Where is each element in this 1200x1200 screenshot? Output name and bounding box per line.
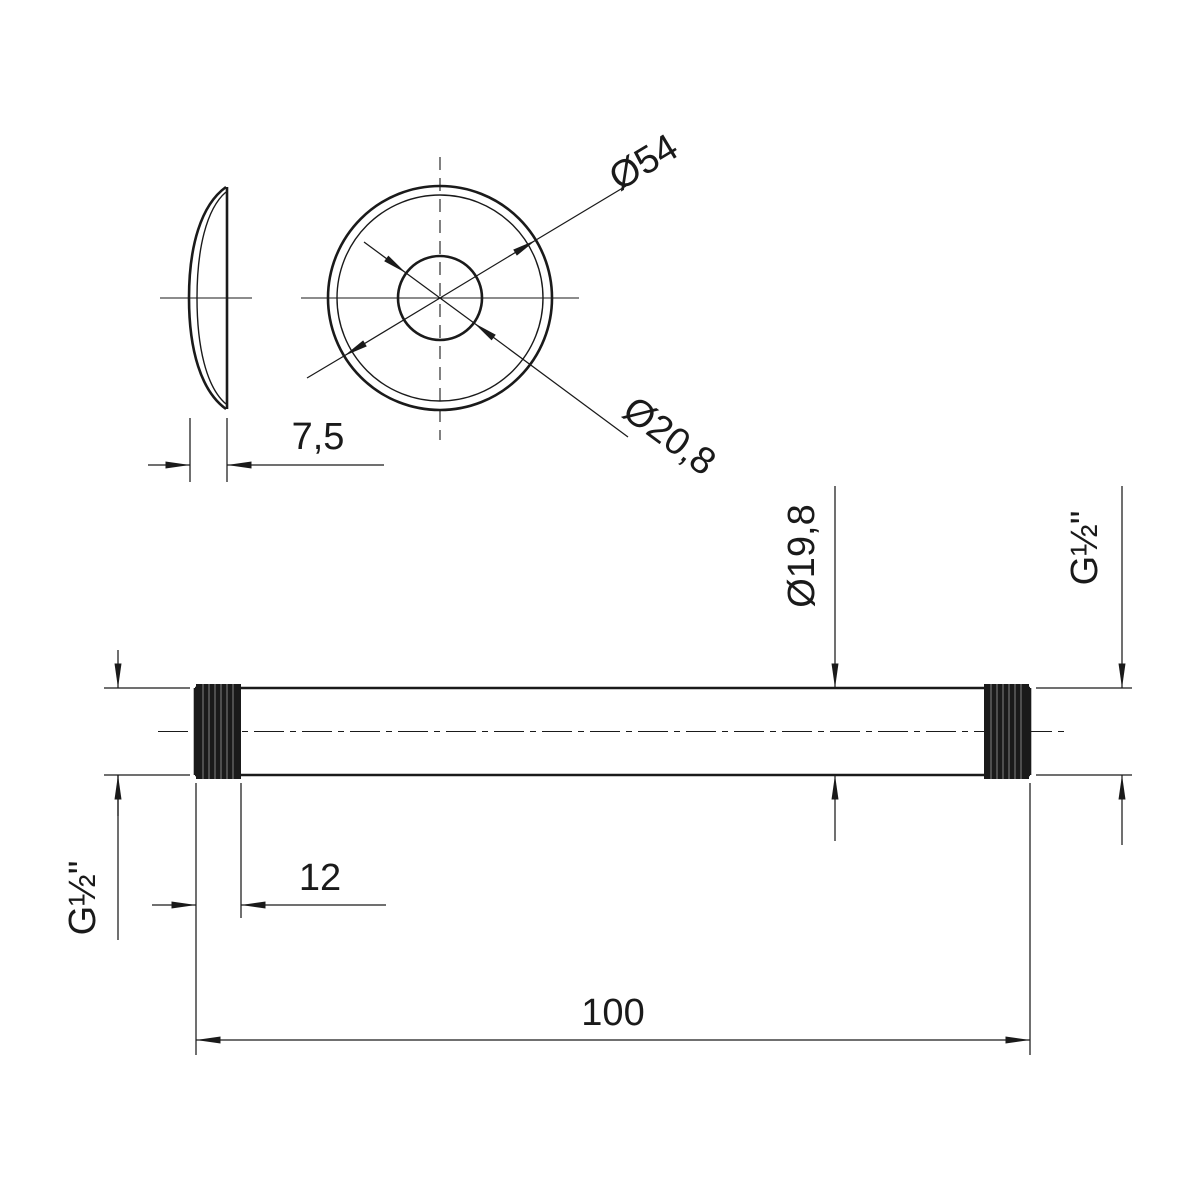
- dimension-arrow-line: [439, 239, 537, 299]
- thread-right: [984, 684, 1029, 779]
- dim-flange-thickness: 7,5: [148, 416, 384, 482]
- dimension-arrow-line: [363, 241, 407, 274]
- dim-label-flange-bore-diameter: Ø20,8: [615, 389, 723, 484]
- flange-side-view: [160, 185, 252, 411]
- dim-label-thread-length: 12: [299, 857, 341, 899]
- dim-label-thread-left: G½": [62, 861, 104, 936]
- dimension-line: [405, 272, 475, 324]
- dim-flange-bore-diameter: Ø20,8: [363, 241, 723, 484]
- dimension-arrow-line: [343, 297, 441, 357]
- pipe-view: [158, 684, 1068, 779]
- dim-overall-length: 100: [195, 783, 1031, 1055]
- dim-thread-length: 12: [152, 783, 386, 918]
- thread-right-block: [984, 684, 1029, 779]
- dim-thread-right: G½": [1036, 486, 1132, 845]
- dim-thread-left: G½": [62, 650, 190, 940]
- thread-left: [196, 684, 241, 779]
- flange-front-view: [301, 157, 579, 440]
- dim-label-flange-outer-diameter: Ø54: [602, 126, 685, 199]
- dimension-leader-line: [535, 185, 627, 241]
- dim-label-thread-right: G½": [1064, 511, 1106, 586]
- dim-label-flange-thickness: 7,5: [292, 416, 345, 458]
- dim-pipe-diameter: Ø19,8: [781, 486, 839, 841]
- dimension-arrow-line: [473, 322, 629, 438]
- dimension-leader-line: [306, 355, 345, 379]
- dim-flange-outer-diameter: Ø54: [306, 126, 685, 379]
- thread-left-block: [196, 684, 241, 779]
- dim-label-overall-length: 100: [581, 992, 644, 1034]
- dim-label-pipe-diameter: Ø19,8: [781, 504, 823, 608]
